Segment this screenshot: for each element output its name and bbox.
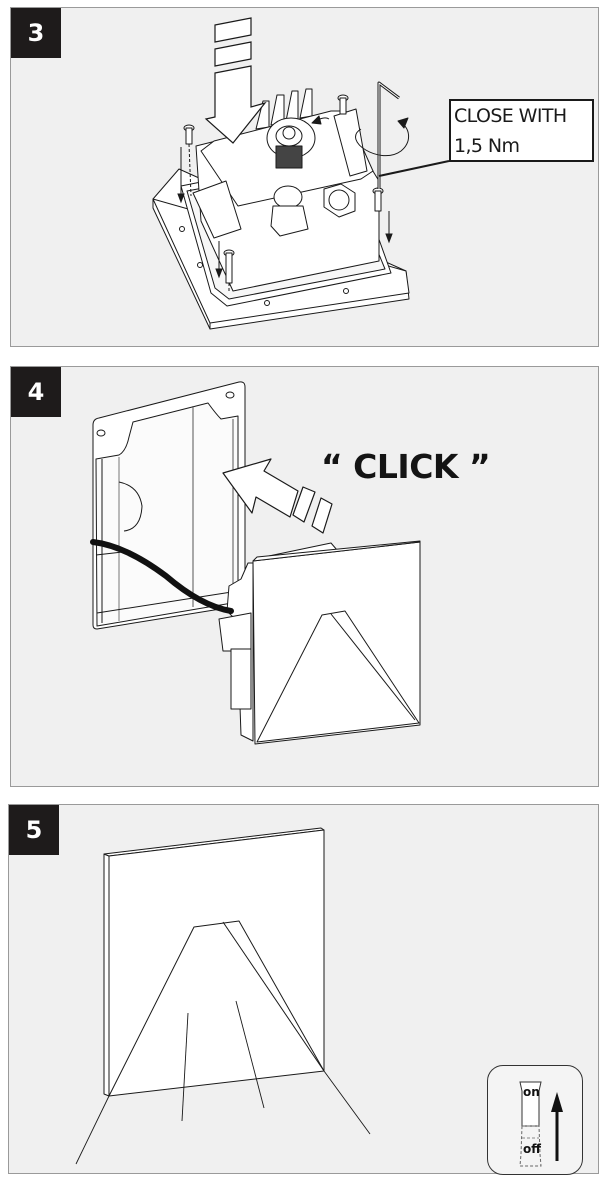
rocker-switch-icon (519, 1081, 542, 1167)
step-3-panel: 3 (10, 7, 599, 347)
step-5-illustration (75, 827, 371, 1165)
switch-off-label: off (523, 1142, 541, 1156)
torque-callout: CLOSE WITH 1,5 Nm (449, 99, 594, 162)
light-rays (75, 1000, 371, 1165)
step-number-badge: 5 (9, 805, 59, 855)
power-cable (90, 539, 234, 614)
torque-callout-line1: CLOSE WITH (454, 105, 567, 127)
click-callout: “ CLICK ” (321, 447, 491, 486)
switch-on-label: on (523, 1085, 540, 1099)
step-3-illustration (152, 17, 450, 330)
step-number: 5 (25, 816, 43, 844)
step-number: 3 (27, 19, 45, 47)
torque-callout-line2: 1,5 Nm (454, 135, 520, 157)
arrow-up-icon (551, 1092, 563, 1161)
installed-plate (108, 829, 325, 1097)
step-number-badge: 4 (11, 367, 61, 417)
step-number: 4 (27, 378, 45, 406)
step-4-illustration (90, 381, 421, 745)
push-in-arrow-icon (222, 458, 333, 534)
power-switch-indicator: on off (487, 1065, 583, 1175)
step-number-badge: 3 (11, 8, 61, 58)
press-down-arrow-icon (204, 17, 267, 144)
step-4-panel: 4 (10, 366, 599, 787)
step-5-panel: 5 on off (8, 804, 599, 1175)
